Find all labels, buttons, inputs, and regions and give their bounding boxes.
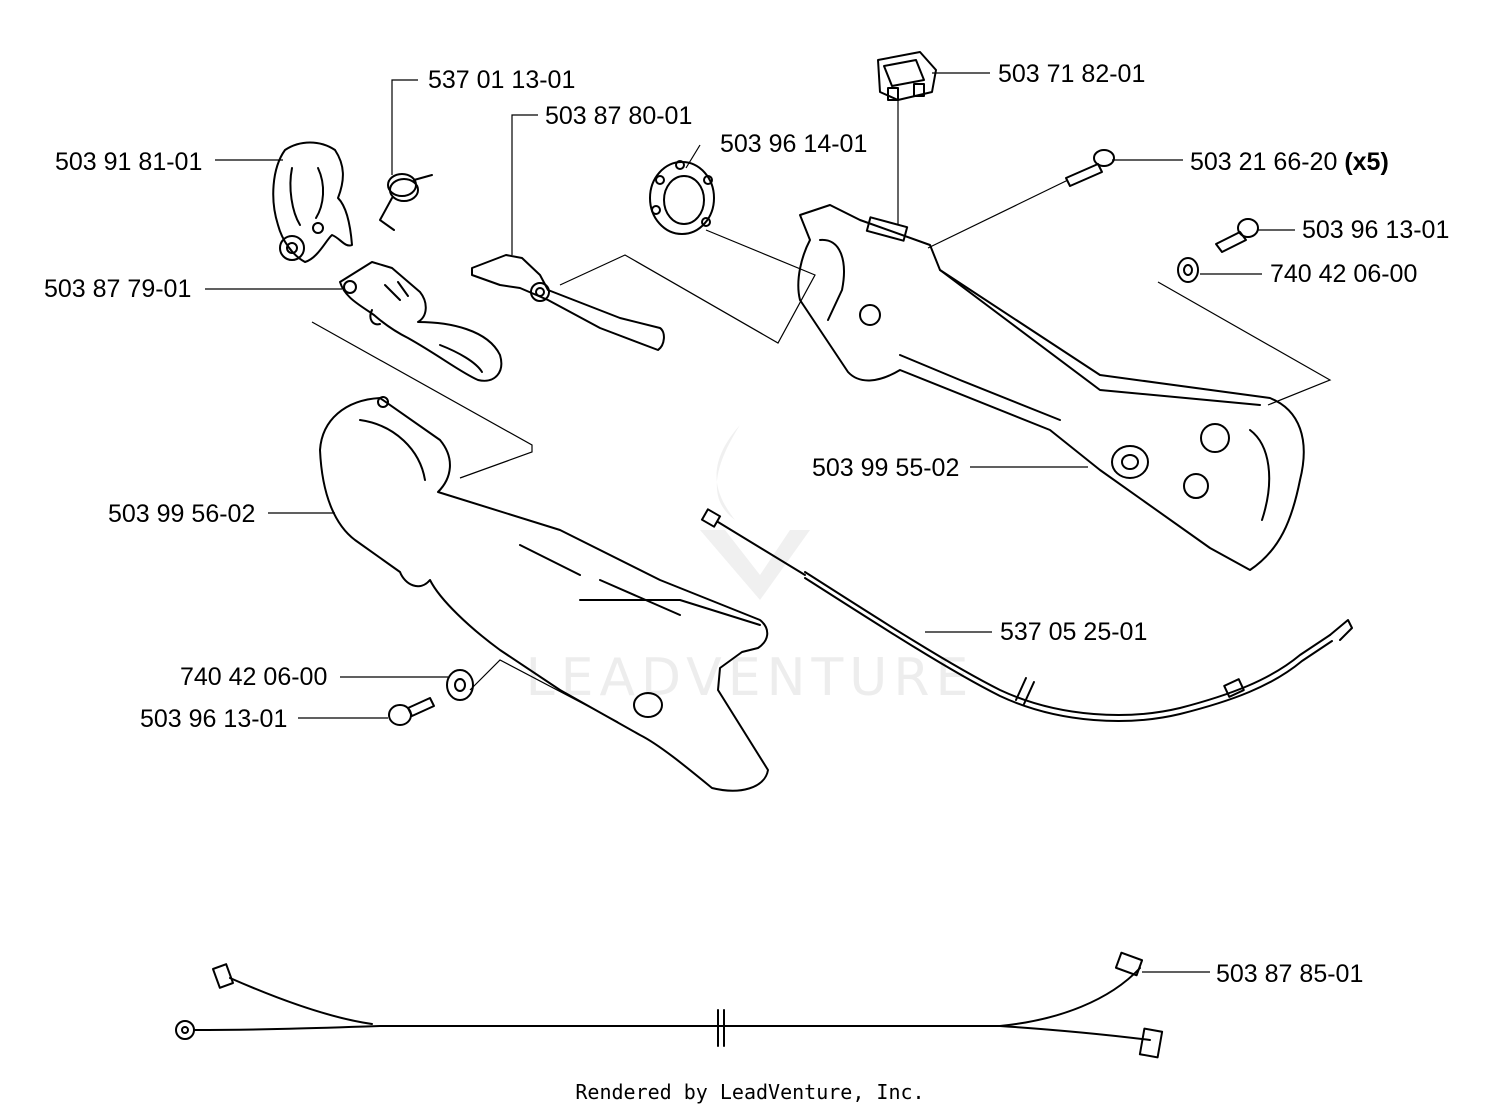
part-number: 503 21 66-20 [1190, 148, 1338, 176]
screw [1065, 149, 1115, 187]
part-label: 503 96 13-01 [1302, 216, 1450, 244]
bolt-top [1215, 218, 1259, 253]
part-label: 503 96 14-01 [720, 130, 868, 158]
part-label: 503 71 82-01 [998, 60, 1146, 88]
throttle-cable [700, 508, 1353, 722]
wiring-harness [175, 951, 1164, 1059]
washer-bottom [446, 669, 474, 701]
footer-credit: Rendered by LeadVenture, Inc. [575, 1080, 925, 1104]
clamp-bracket [272, 141, 353, 263]
part-label: 503 87 80-01 [545, 102, 693, 130]
part-label: 740 42 06-00 [180, 663, 328, 691]
part-label: 503 91 81-01 [55, 148, 203, 176]
torsion-spring [379, 173, 433, 231]
stop-switch [877, 51, 937, 101]
part-label: 503 21 66-20 (x5) [1190, 148, 1389, 176]
part-label: 503 87 79-01 [44, 275, 192, 303]
part-quantity: (x5) [1344, 148, 1389, 176]
handle-grip-cover [319, 396, 769, 792]
part-label: 503 87 85-01 [1216, 960, 1364, 988]
watermark-logo [700, 425, 810, 600]
throttle-lockout-lever [471, 254, 665, 351]
washer-top [1177, 257, 1199, 283]
throttle-trigger [339, 261, 503, 382]
part-label: 503 99 56-02 [108, 500, 256, 528]
part-label: 740 42 06-00 [1270, 260, 1418, 288]
watermark: LEADVENTURE [525, 648, 975, 708]
part-label: 503 96 13-01 [140, 705, 288, 733]
damper-ring [649, 160, 715, 235]
part-label: 503 99 55-02 [812, 454, 960, 482]
part-label: 537 05 25-01 [1000, 618, 1148, 646]
leader-lines [205, 72, 1332, 973]
bolt-bottom [388, 697, 435, 726]
handle-housing-right [797, 204, 1305, 571]
part-label: 537 01 13-01 [428, 66, 576, 94]
